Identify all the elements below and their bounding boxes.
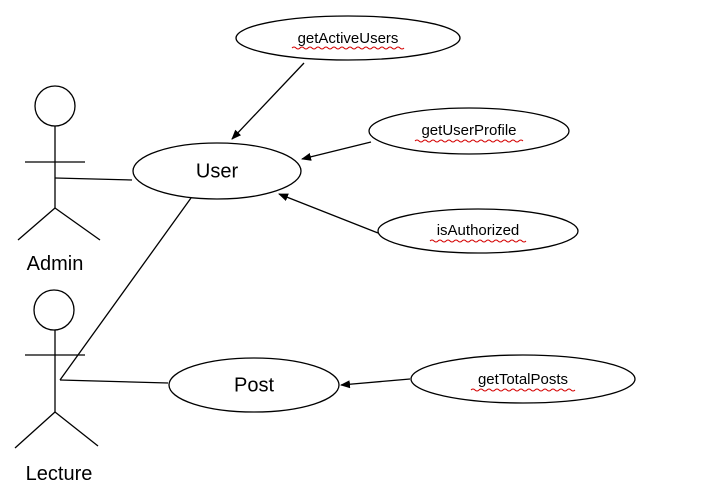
use-case-get-active-users[interactable]: getActiveUsers (235, 15, 461, 61)
get-active-users-ellipse (235, 15, 461, 61)
get-user-profile-label: getUserProfile (421, 122, 516, 139)
get-total-posts-spellcheck (470, 388, 576, 392)
use-case-is-authorized[interactable]: isAuthorized (377, 208, 579, 254)
get-active-users-spellcheck (291, 46, 405, 50)
use-case-get-user-profile[interactable]: getUserProfile (368, 107, 570, 155)
admin-label: Admin (27, 253, 84, 275)
admin-head (34, 85, 76, 127)
lecture-right-leg (54, 411, 99, 447)
post-label: Post (234, 374, 274, 396)
lecture-left-leg (14, 411, 56, 449)
use-case-post[interactable]: Post (168, 357, 340, 413)
lecture-label: Lecture (26, 463, 93, 485)
get-user-profile-spellcheck (414, 139, 524, 143)
is-authorized-ellipse (377, 208, 579, 254)
is-authorized-arrow (278, 193, 379, 234)
user-label: User (196, 160, 239, 182)
admin-actor[interactable]: Admin (17, 85, 101, 275)
get-total-posts-arrow (340, 378, 411, 389)
admin-right-leg (54, 207, 101, 241)
lecture-head (33, 289, 75, 331)
get-user-profile-ellipse (368, 107, 570, 155)
lecture-user-association (59, 197, 192, 381)
lecture-actor[interactable]: Lecture (14, 289, 99, 485)
get-active-users-arrow (231, 62, 305, 140)
user-ellipse (132, 142, 302, 200)
post-ellipse (168, 357, 340, 413)
get-active-users-label: getActiveUsers (298, 30, 399, 47)
is-authorized-label: isAuthorized (437, 222, 520, 239)
admin-left-leg (17, 207, 56, 241)
use-case-user[interactable]: User (132, 142, 302, 200)
use-case-get-total-posts[interactable]: getTotalPosts (410, 354, 636, 404)
admin-user-association (54, 177, 133, 181)
get-user-profile-arrow (301, 141, 372, 161)
is-authorized-spellcheck (429, 239, 527, 243)
get-total-posts-label: getTotalPosts (478, 371, 568, 388)
lecture-post-association (59, 379, 169, 384)
get-total-posts-ellipse (410, 354, 636, 404)
